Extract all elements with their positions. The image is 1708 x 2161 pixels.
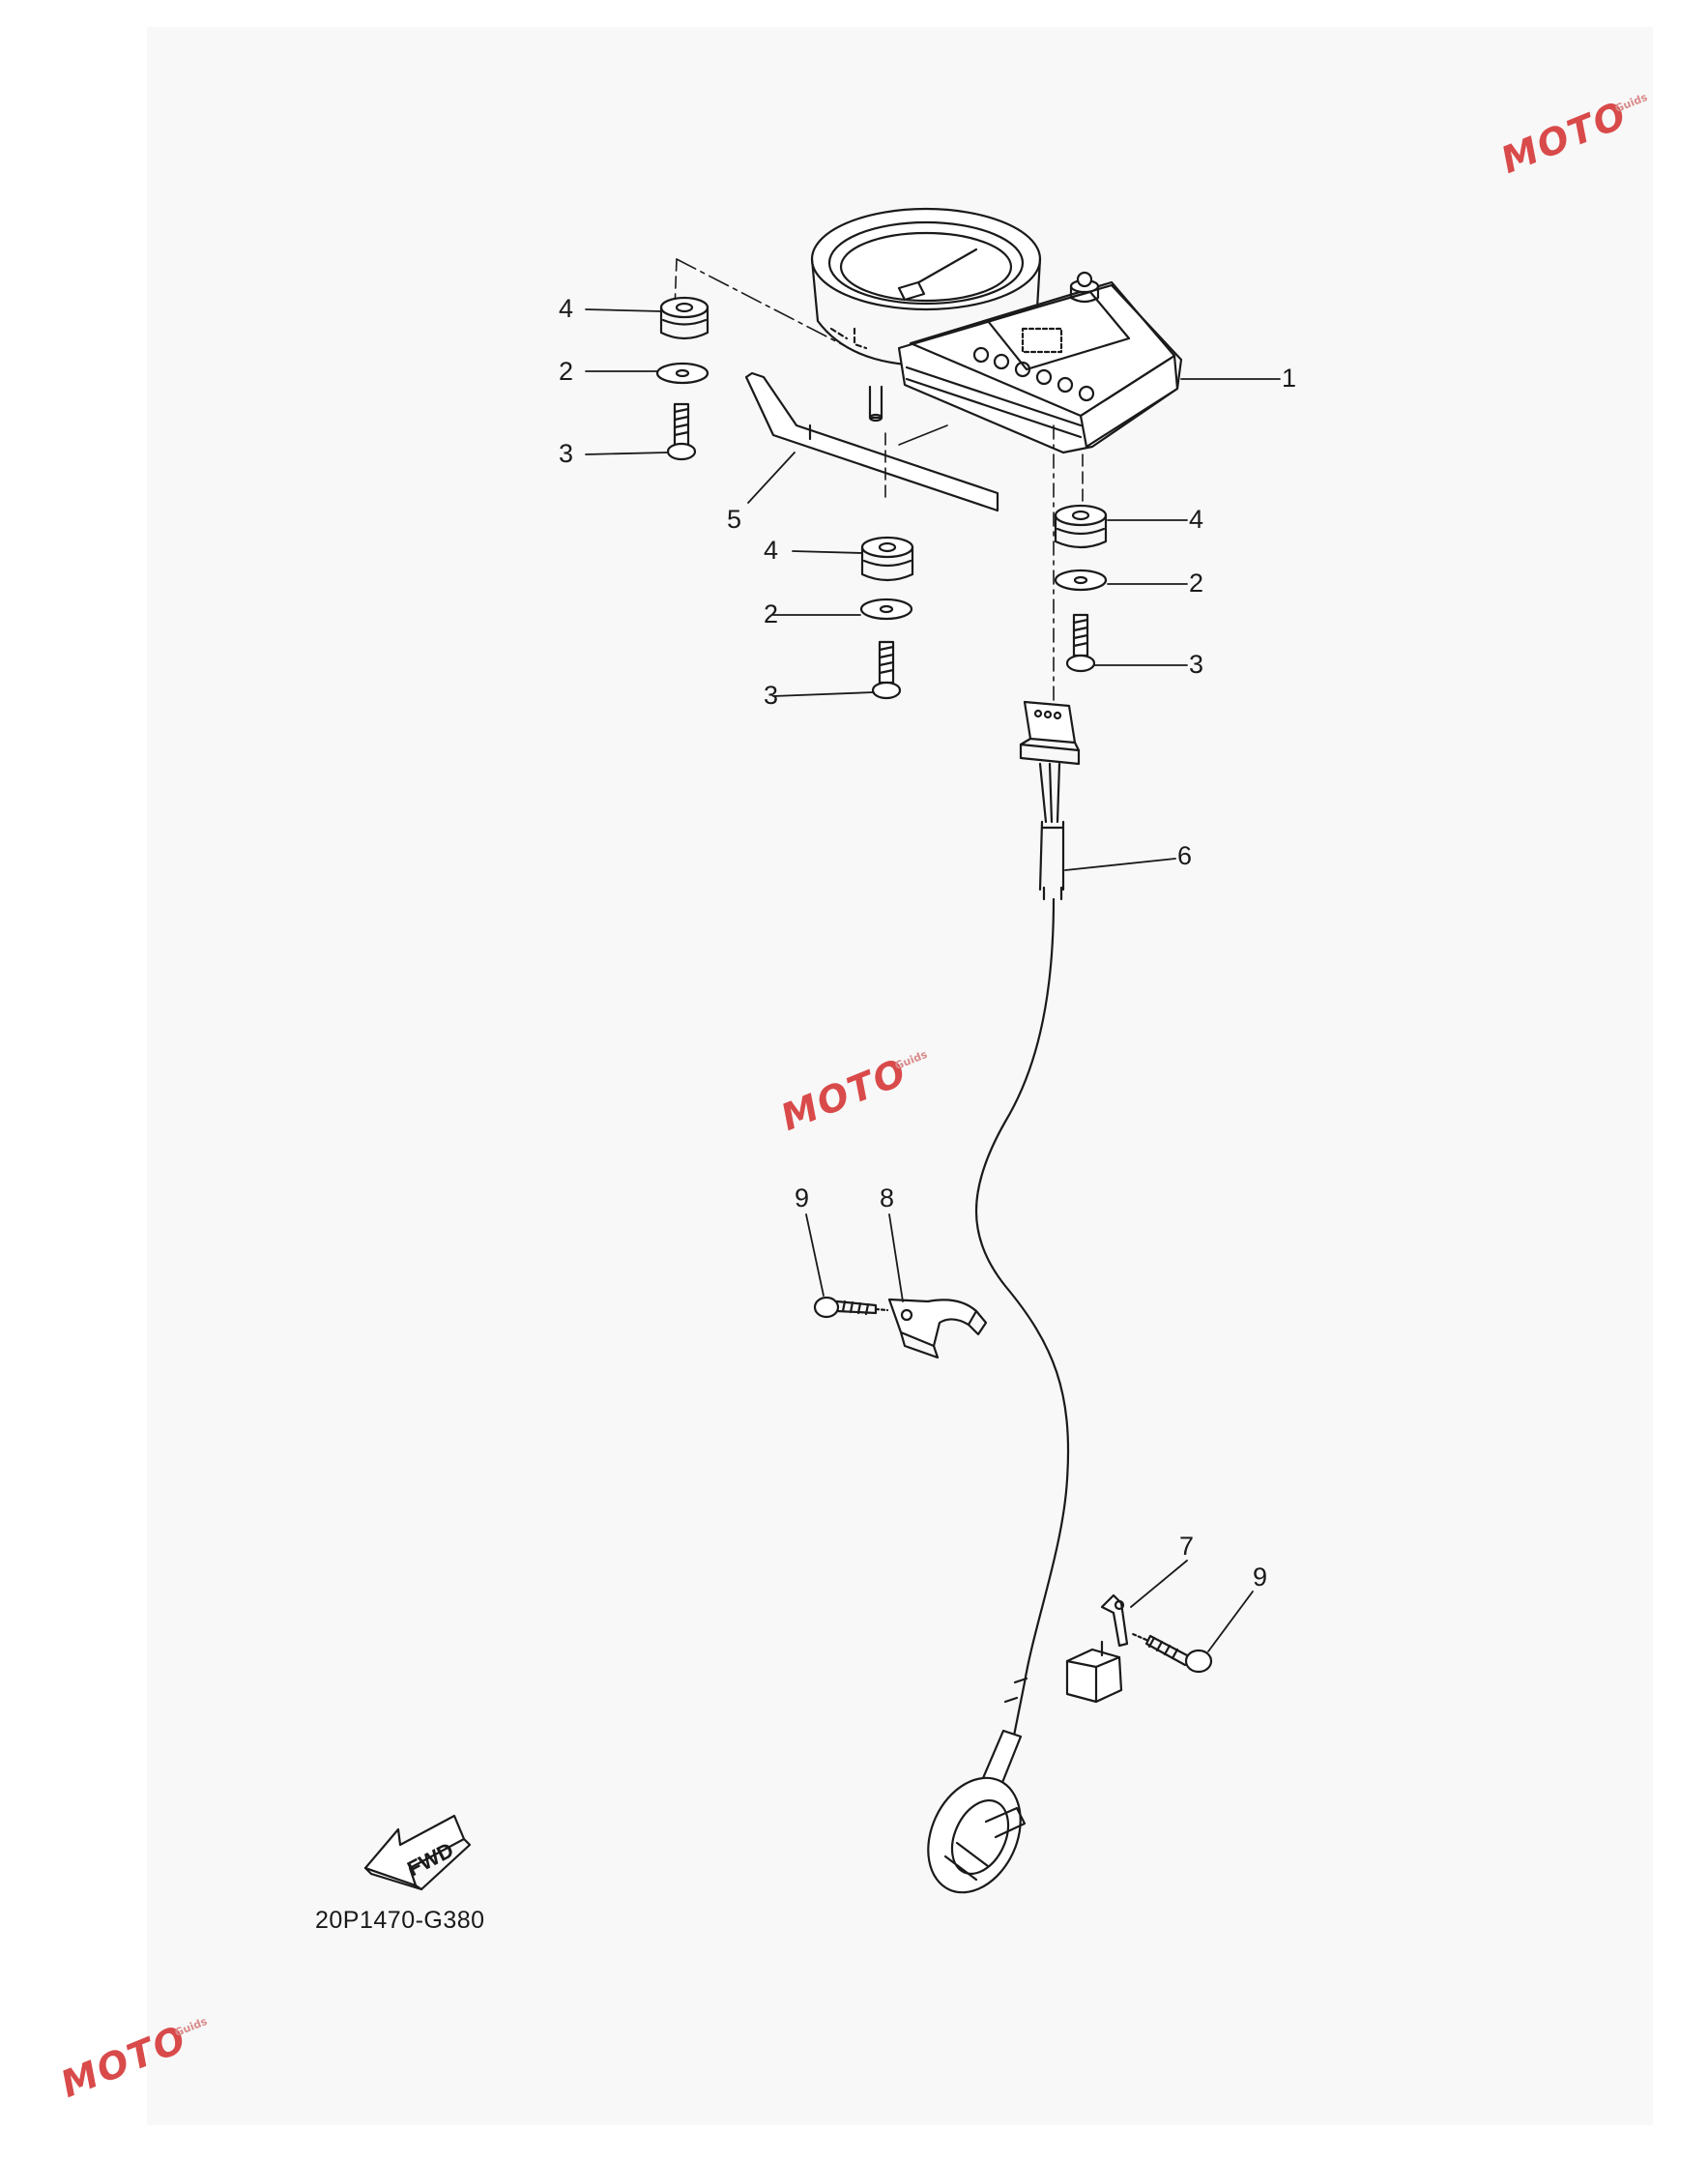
watermark-sub: Guids [1612,90,1650,116]
meter-stay-5 [744,371,999,512]
callout-part-2: 2 [559,357,574,386]
assembly-lines [674,258,1084,716]
mount-set-right [1054,504,1108,673]
callout-part-2: 2 [1189,569,1204,598]
diagram-sheet [147,27,1653,2125]
callout-part-3: 3 [1189,650,1204,679]
watermark-bottom-left: MOTO Guids [48,1992,242,2106]
watermark-sub: Guids [172,2014,210,2040]
leader-lines [585,308,1281,1652]
watermark-sub: Guids [892,1047,930,1073]
callout-part-5: 5 [727,505,742,534]
watermark-top-right: MOTO Guids [1489,68,1682,182]
callout-part-8: 8 [880,1183,895,1212]
callout-part-4: 4 [764,536,779,565]
callout-part-4: 4 [1189,505,1204,534]
watermark-word: MOTO [774,1050,913,1139]
bolt-9-left [813,1296,889,1319]
callout-part-3: 3 [559,439,574,468]
mount-set-left-top [655,296,709,461]
callout-part-9: 9 [1253,1562,1268,1592]
watermark-center: MOTO Guids [768,1025,962,1139]
callout-part-3: 3 [764,681,779,710]
drawing-reference-code: 20P1470-G380 [315,1907,485,1934]
callout-part-6: 6 [1177,841,1193,870]
bolt-9-right [1131,1632,1213,1674]
callout-part-1: 1 [1282,364,1297,393]
watermark-word: MOTO [54,2017,193,2106]
cable-clamp-8 [887,1298,988,1359]
sensor-bracket-7 [1065,1593,1129,1704]
callout-part-2: 2 [764,599,779,628]
callout-part-4: 4 [559,294,574,323]
callout-part-7: 7 [1179,1532,1195,1561]
mount-set-middle [859,536,914,700]
speed-sensor-lead-6 [927,700,1081,1894]
fwd-direction-arrow [363,1814,472,1891]
watermark-word: MOTO [1494,93,1634,182]
meter-assembly [810,207,1183,454]
callout-part-9: 9 [795,1183,810,1212]
